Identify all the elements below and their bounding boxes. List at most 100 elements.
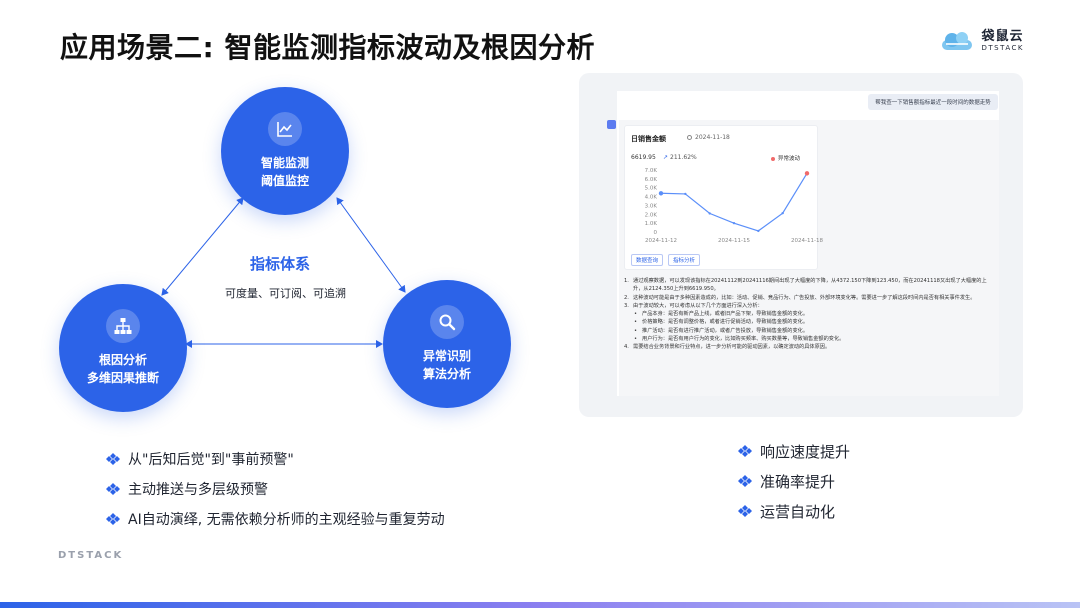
bullet-text: 准确率提升 xyxy=(760,472,836,491)
node-line2: 算法分析 xyxy=(422,367,471,381)
bullet-text: 响应速度提升 xyxy=(760,442,851,461)
reply-paragraph: 4. 需要结合业务背景和行业特点，进一步分析可能的驱动因素，以确定波动的具体原因。 xyxy=(624,343,992,351)
node-line2: 阈值监控 xyxy=(260,174,309,188)
metric-card: 日销售金额 2024-11-18 6619.95 ↗211.62% 异常波动 7… xyxy=(624,125,824,270)
metric-change: ↗211.62% xyxy=(663,154,697,161)
diamond-bullet-icon xyxy=(738,445,752,457)
brand-logo: 袋鼠云 DTSTACK xyxy=(940,30,1025,52)
y-tick-label: 3.0K xyxy=(645,203,658,209)
node-smart-monitoring: 智能监测 阈值监控 xyxy=(221,87,349,215)
y-tick-label: 5.0K xyxy=(645,186,658,192)
bullet-list-right: 响应速度提升 准确率提升 运营自动化 xyxy=(738,436,850,526)
bullet-text: 运营自动化 xyxy=(760,502,836,521)
logo-text-en: DTSTACK xyxy=(981,44,1024,52)
user-message-bubble: 帮我查一下销售额指标最近一段时间的数据走势 xyxy=(868,94,998,110)
list-item: AI自动演绎, 无需依赖分析师的主观经验与重复劳动 xyxy=(106,504,445,534)
node-line2: 多维因果推断 xyxy=(86,371,159,385)
reply-paragraph: • 用户行为：是否有用户行为的变化，比如购买频率、购买数量等，导致销售金额的变化。 xyxy=(624,335,992,343)
reply-paragraph: 1. 通过观察数据，可以发现该指标在20241112到20241116期间出现了大… xyxy=(624,277,992,294)
list-item: 主动推送与多层级预警 xyxy=(106,474,445,504)
reply-paragraph-text: 由于波动较大，可以考虑从以下几个方面进行深入分析： xyxy=(633,302,763,309)
node-anomaly-detection: 异常识别 算法分析 xyxy=(383,280,511,408)
x-tick-label: 2024-11-15 xyxy=(718,238,750,244)
diamond-bullet-icon xyxy=(106,453,120,465)
diamond-bullet-icon xyxy=(106,483,120,495)
data-point[interactable] xyxy=(757,229,760,233)
cloud-logo-icon xyxy=(941,32,972,50)
reply-bullet: • xyxy=(634,336,638,343)
bullet-text: 主动推送与多层级预警 xyxy=(128,482,268,498)
list-item: 响应速度提升 xyxy=(738,436,850,466)
data-point[interactable] xyxy=(732,221,736,225)
reply-paragraph: 2. 这种波动可能是由于多种因素造成的，比如：活动、促销、竞品行为、广告投放、外部… xyxy=(624,294,992,302)
reply-bullet: • xyxy=(634,319,638,326)
footer-brand: DTSTACK xyxy=(58,550,124,561)
slide-title: 应用场景二: 智能监测指标波动及根因分析 xyxy=(60,31,595,64)
anomaly-point[interactable] xyxy=(804,171,810,176)
metric-card-date: 2024-11-18 xyxy=(687,134,730,141)
bullet-text: 从"后知后觉"到"事前预警" xyxy=(128,452,294,468)
bot-avatar-icon xyxy=(607,120,616,129)
node-line1: 异常识别 xyxy=(422,349,471,363)
bullet-text: AI自动演绎, 无需依赖分析师的主观经验与重复劳动 xyxy=(128,512,445,528)
data-point[interactable] xyxy=(684,192,687,196)
reply-paragraph: • 价格策略：是否有调整价格，或者进行促销活动，导致销售金额的变化。 xyxy=(624,318,992,326)
reply-bullet: • xyxy=(634,327,638,334)
metric-change-text: 211.62% xyxy=(670,154,697,161)
bullet-list-left: 从"后知后觉"到"事前预警" 主动推送与多层级预警 AI自动演绎, 无需依赖分析… xyxy=(106,444,445,534)
node-line1: 根因分析 xyxy=(98,353,147,367)
reply-paragraph-text: 推广活动：是否有进行推广活动，或者广告投放，导致销售金额的变化。 xyxy=(642,327,809,334)
line-chart: 7.0K 6.0K 5.0K 4.0K 3.0K 2.0K 1.0K 0 2024-11-12 2… xyxy=(645,168,824,244)
list-item: 准确率提升 xyxy=(738,466,850,496)
reply-paragraph-text: 需要结合业务背景和行业特点，进一步分析可能的驱动因素，以确定波动的具体原因。 xyxy=(633,344,831,351)
node-line1: 智能监测 xyxy=(260,156,309,170)
clock-icon xyxy=(687,135,692,140)
arrow-top-left xyxy=(161,197,244,296)
diamond-bullet-icon xyxy=(738,505,752,517)
metric-value: 6619.95 xyxy=(631,154,656,161)
reply-number: 2. xyxy=(624,294,629,301)
metric-date-text: 2024-11-18 xyxy=(695,134,730,141)
x-tick-label: 2024-11-12 xyxy=(645,238,677,244)
search-icon xyxy=(430,305,464,339)
reply-paragraph: 3. 由于波动较大，可以考虑从以下几个方面进行深入分析： xyxy=(624,302,992,310)
y-tick-label: 4.0K xyxy=(645,195,658,201)
y-tick-label: 6.0K xyxy=(645,177,658,183)
y-tick-label: 2.0K xyxy=(645,212,658,218)
trend-up-icon: ↗ xyxy=(663,154,669,161)
data-query-button[interactable]: 数据查询 xyxy=(631,254,664,266)
reply-paragraph-text: 价格策略：是否有调整价格，或者进行促销活动，导致销售金额的变化。 xyxy=(642,319,809,326)
reply-number: 3. xyxy=(624,302,629,309)
reply-number: 4. xyxy=(624,344,629,351)
list-item: 运营自动化 xyxy=(738,496,850,526)
chart-legend-anomaly: 异常波动 xyxy=(771,154,800,162)
diagram-center-subtitle: 可度量、可订阅、可追溯 xyxy=(225,287,346,300)
reply-paragraph: • 推广活动：是否有进行推广活动，或者广告投放，导致销售金额的变化。 xyxy=(624,327,992,335)
hierarchy-icon xyxy=(106,309,140,343)
reply-bullet: • xyxy=(634,311,638,318)
y-tick-label: 1.0K xyxy=(645,221,658,227)
y-tick-label: 0 xyxy=(654,230,658,236)
x-tick-label: 2024-11-18 xyxy=(791,238,823,244)
y-tick-label: 7.0K xyxy=(645,168,658,174)
line-chart-icon xyxy=(268,112,302,146)
reply-paragraph-text: 用户行为：是否有用户行为的变化，比如购买频率、购买数量等，导致销售金额的变化。 xyxy=(642,336,845,343)
list-item: 从"后知后觉"到"事前预警" xyxy=(106,444,445,474)
diamond-bullet-icon xyxy=(738,475,752,487)
bot-reply-text: 1. 通过观察数据，可以发现该指标在20241112到20241116期间出现了大… xyxy=(624,277,992,352)
anomaly-point[interactable] xyxy=(658,191,664,196)
data-point[interactable] xyxy=(708,212,711,215)
reply-paragraph-text: 这种波动可能是由于多种因素造成的，比如：活动、促销、竞品行为、广告投放、外部环境… xyxy=(633,294,976,301)
reply-number: 1. xyxy=(624,278,629,284)
reply-paragraph-text: 通过观察数据，可以发现该指标在20241112到20241116期间出现了大幅度… xyxy=(633,278,987,293)
reply-paragraph-text: 产品本身：是否有新产品上线，或者旧产品下架，导致销售金额的变化。 xyxy=(642,311,809,318)
logo-text-cn: 袋鼠云 xyxy=(981,29,1024,44)
metric-card-title: 日销售金额 xyxy=(631,135,666,143)
diamond-bullet-icon xyxy=(106,513,120,525)
metric-analysis-button[interactable]: 指标分析 xyxy=(668,254,701,266)
arrow-top-right xyxy=(336,197,406,293)
data-point[interactable] xyxy=(781,211,784,215)
reply-paragraph: • 产品本身：是否有新产品上线，或者旧产品下架，导致销售金额的变化。 xyxy=(624,310,992,318)
node-root-cause: 根因分析 多维因果推断 xyxy=(59,284,187,412)
diagram-center-title: 指标体系 xyxy=(250,255,311,273)
